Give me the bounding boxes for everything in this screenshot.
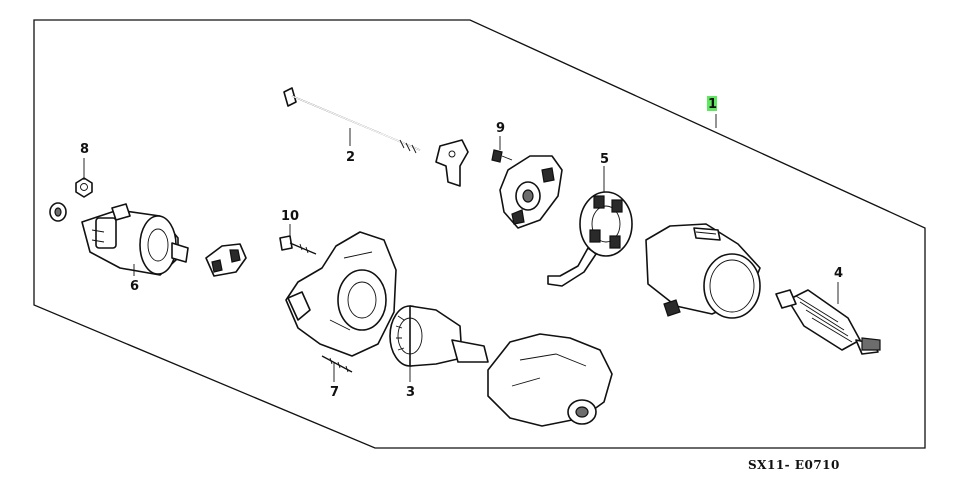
assembly-frame bbox=[33, 19, 926, 449]
part-3-pinion-clutch bbox=[389, 305, 489, 367]
part-6-solenoid bbox=[81, 203, 189, 276]
part-8-nut bbox=[75, 177, 93, 198]
part-2-through-bolt bbox=[283, 87, 421, 154]
solenoid-seal bbox=[205, 243, 247, 277]
callout-4: 4 bbox=[834, 266, 843, 281]
callout-5: 5 bbox=[600, 152, 609, 167]
callout-9: 9 bbox=[496, 121, 505, 136]
callout-2: 2 bbox=[346, 150, 355, 165]
end-cover-plate bbox=[499, 155, 563, 229]
callout-10: 10 bbox=[281, 209, 299, 224]
part-10-bolt bbox=[279, 235, 317, 255]
part-7-bolt bbox=[321, 355, 353, 373]
washer bbox=[49, 202, 67, 222]
callout-7: 7 bbox=[330, 385, 339, 400]
drive-housing bbox=[285, 231, 397, 357]
front-housing bbox=[487, 333, 613, 427]
field-yoke bbox=[645, 223, 761, 319]
callout-8: 8 bbox=[80, 142, 89, 157]
part-9-screw bbox=[491, 149, 513, 163]
callout-3: 3 bbox=[406, 385, 415, 400]
part-5-brush-holder bbox=[547, 191, 633, 287]
callout-1-highlight bbox=[707, 96, 717, 111]
callout-1: 1 bbox=[708, 97, 717, 112]
callouts: 1 2 3 4 5 6 7 8 9 10 bbox=[80, 96, 843, 400]
callout-6: 6 bbox=[130, 279, 139, 294]
part-4-armature bbox=[775, 289, 881, 355]
leader-lines bbox=[83, 114, 839, 382]
diagram-code: SX11- E0710 bbox=[748, 458, 840, 472]
mounting-bracket bbox=[435, 139, 469, 187]
